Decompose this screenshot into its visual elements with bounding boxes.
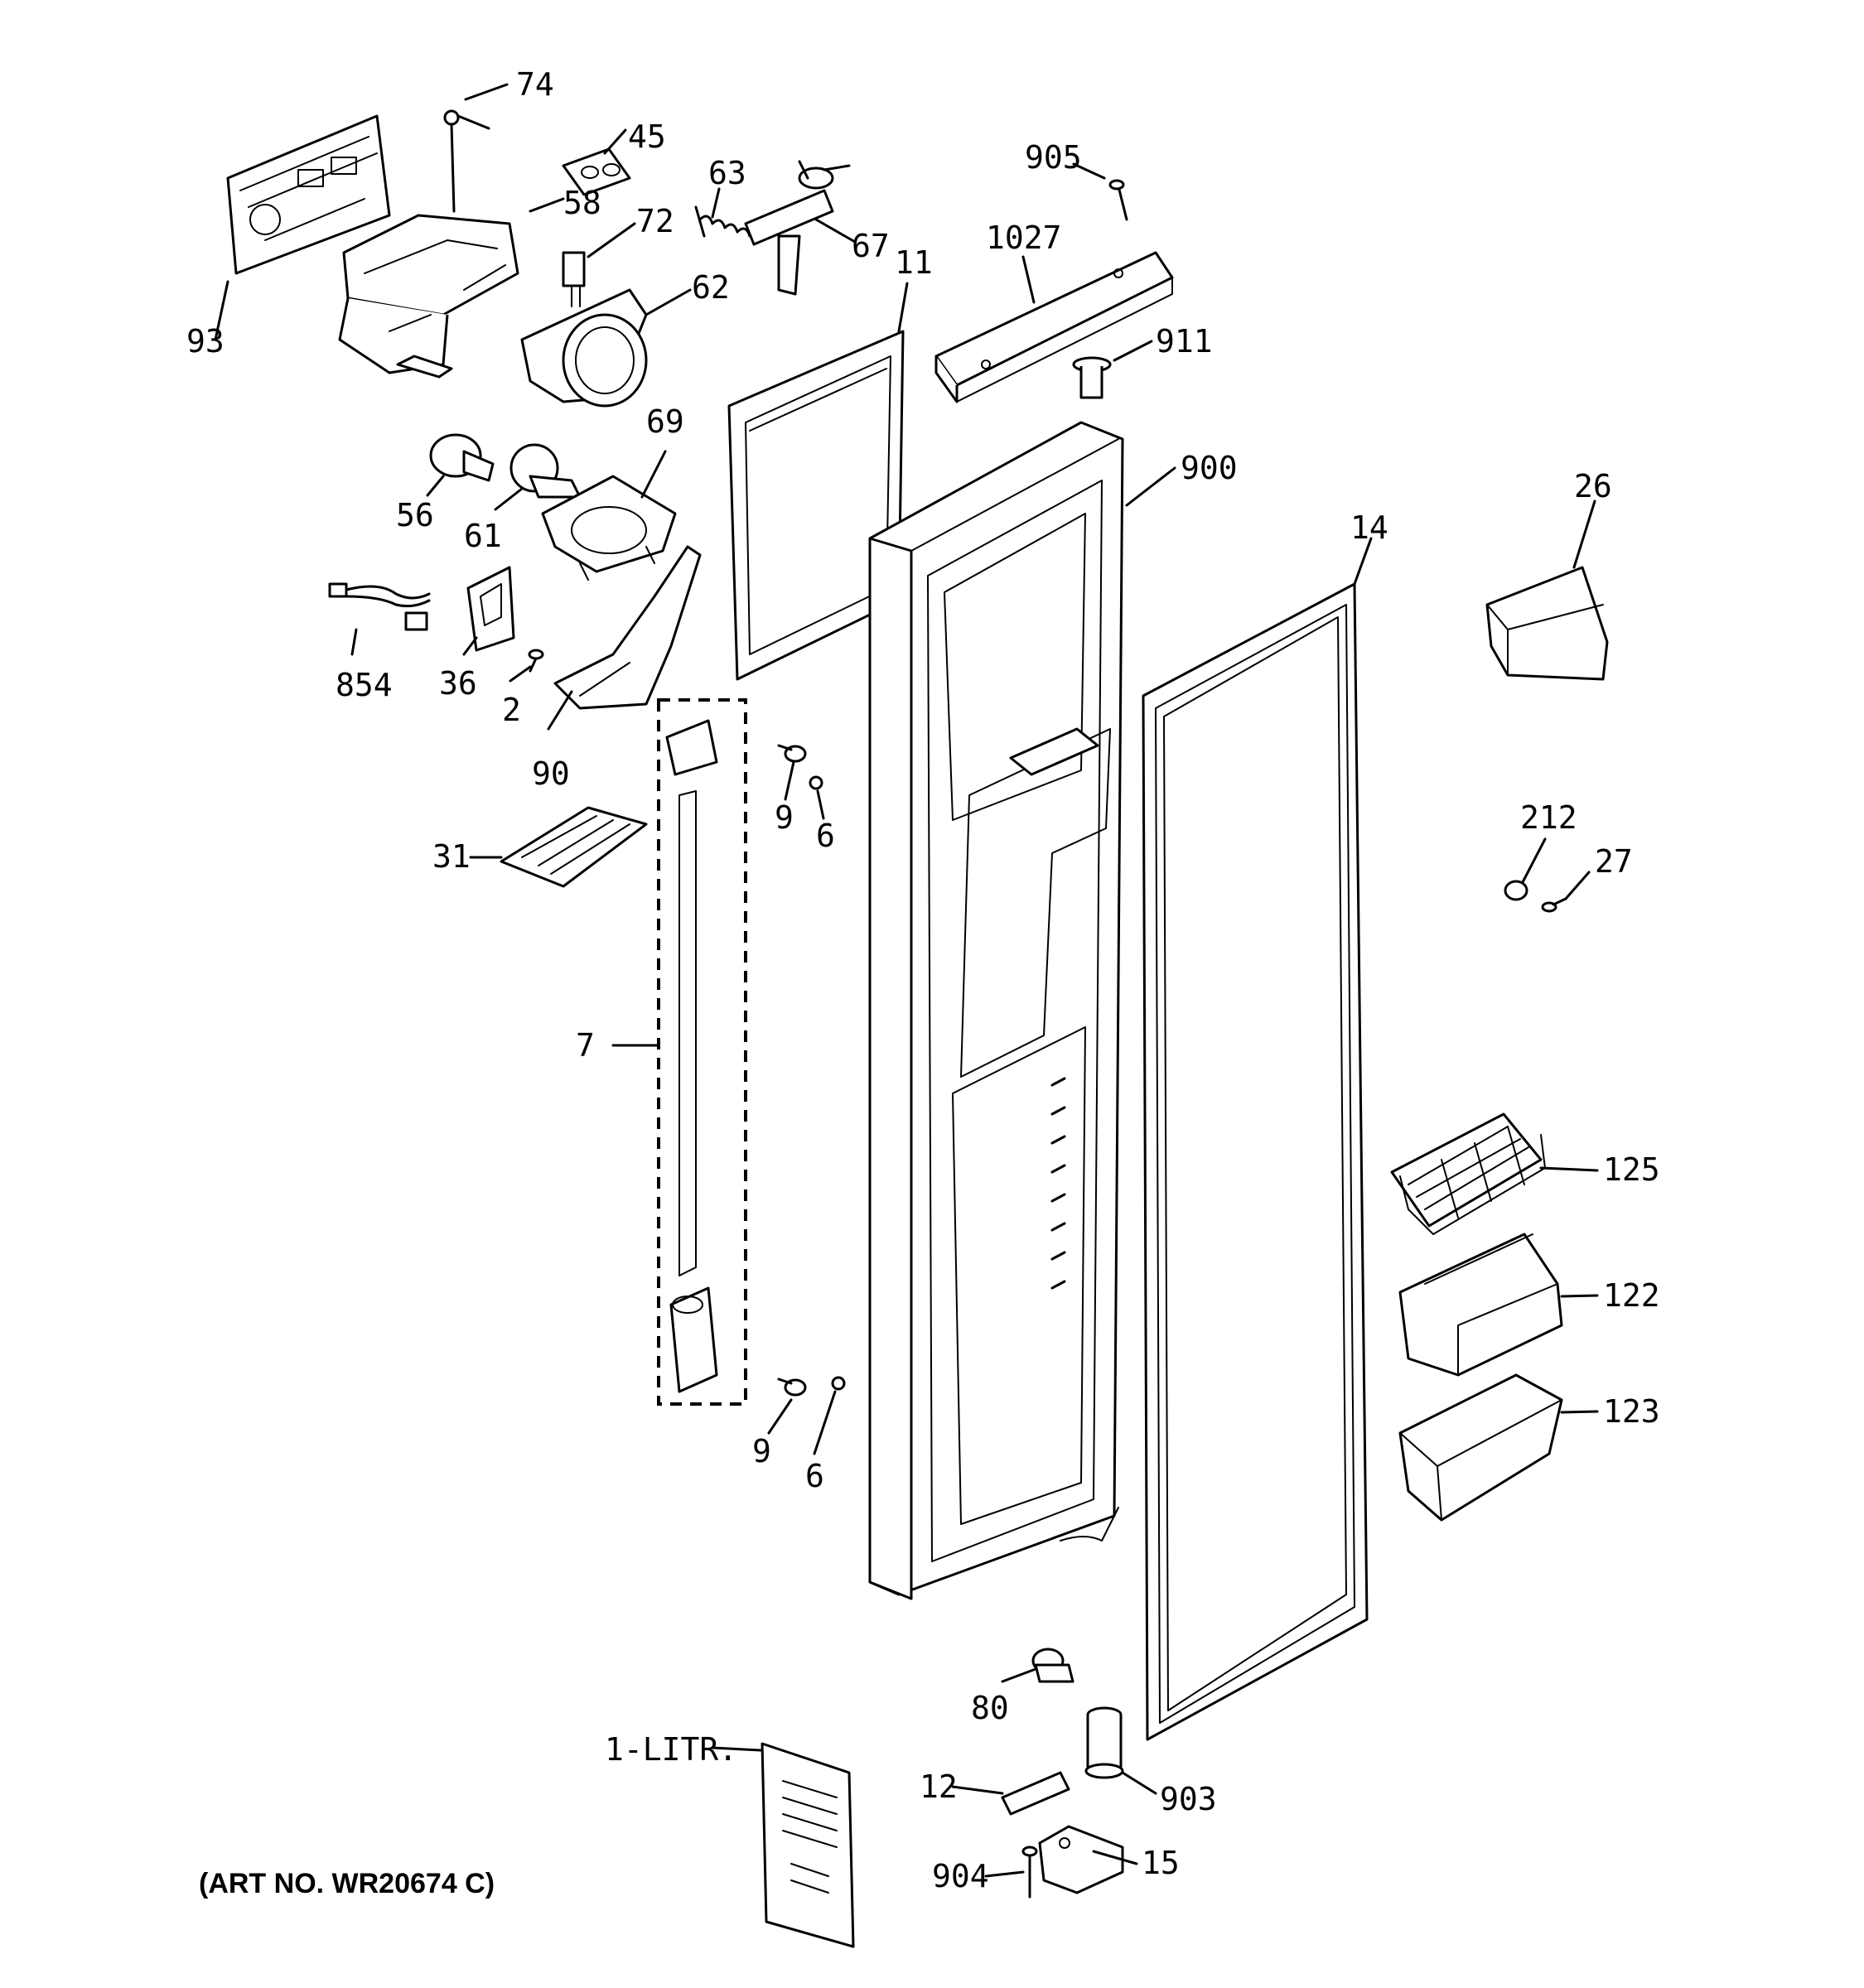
- callout-63: 63: [708, 155, 746, 191]
- callout-74: 74: [516, 66, 554, 103]
- part-15-hinge: [1038, 1825, 1124, 1894]
- callout-1-litr: 1-LITR.: [605, 1731, 737, 1768]
- part-90-dispenser-arm: [553, 545, 702, 710]
- callout-61: 61: [464, 518, 502, 554]
- part-72-switch: [562, 251, 586, 307]
- callout-58: 58: [563, 185, 601, 221]
- callout-122: 122: [1603, 1277, 1660, 1314]
- part-27-screw: [1541, 897, 1567, 913]
- part-7-kit-group: [657, 698, 747, 1406]
- callout-911: 911: [1156, 323, 1213, 359]
- part-31-grille: [500, 806, 648, 888]
- part-9-screw-upper: [777, 744, 807, 763]
- part-6-nut-lower: [831, 1376, 846, 1391]
- part-67-actuator-arm: [744, 160, 851, 296]
- part-14-door-gasket: [1142, 582, 1369, 1741]
- callout-900: 900: [1181, 450, 1238, 486]
- callout-90: 90: [532, 755, 570, 792]
- callout-labels: 74 45 58 63 72 67 62 11 93 905 1027 911 …: [186, 66, 1660, 1894]
- callout-2: 2: [502, 692, 521, 728]
- part-26-cover: [1485, 566, 1609, 681]
- callout-123: 123: [1603, 1393, 1660, 1430]
- part-2-screw: [528, 649, 544, 673]
- callout-905: 905: [1025, 139, 1082, 176]
- callout-36: 36: [439, 665, 477, 702]
- callout-212: 212: [1520, 799, 1577, 836]
- callout-14: 14: [1350, 509, 1388, 546]
- callout-854: 854: [336, 667, 393, 703]
- part-911-bushing: [1072, 356, 1112, 399]
- callout-15: 15: [1142, 1845, 1180, 1881]
- callout-62: 62: [692, 269, 730, 306]
- part-36-bracket: [466, 566, 515, 652]
- part-45-bracket: [562, 147, 631, 196]
- part-212-bushing: [1504, 880, 1528, 901]
- callout-6-lower: 6: [805, 1458, 824, 1494]
- part-80-bushing: [1031, 1648, 1074, 1683]
- leader-lines: [214, 83, 1599, 1878]
- callout-26: 26: [1574, 468, 1612, 504]
- callout-9-upper: 9: [775, 799, 794, 836]
- part-900-door: [868, 421, 1124, 1600]
- part-58-dispenser-housing: [338, 214, 519, 379]
- callout-7: 7: [576, 1027, 595, 1064]
- part-56-valve: [429, 433, 495, 482]
- callout-72: 72: [636, 203, 674, 239]
- part-905-screw: [1108, 179, 1128, 221]
- part-literature-manual: [761, 1742, 855, 1948]
- callout-6-upper: 6: [816, 818, 835, 854]
- callout-31: 31: [432, 838, 471, 875]
- art-number-caption: (ART NO. WR20674 C): [199, 1868, 495, 1899]
- callout-67: 67: [852, 228, 890, 264]
- callout-56: 56: [396, 497, 434, 533]
- part-93-control-board: [226, 114, 391, 275]
- callout-27: 27: [1595, 843, 1633, 880]
- callout-903: 903: [1160, 1781, 1217, 1817]
- callout-45: 45: [628, 118, 666, 155]
- part-69-shroud: [541, 475, 677, 581]
- callout-904: 904: [932, 1858, 989, 1894]
- part-122-door-bin: [1398, 1233, 1563, 1377]
- part-904-screw: [1021, 1846, 1038, 1899]
- part-123-door-bin: [1398, 1373, 1563, 1522]
- callout-80: 80: [971, 1690, 1009, 1726]
- callout-93: 93: [186, 323, 225, 359]
- part-61-motor: [509, 443, 582, 499]
- part-62-ice-chute: [520, 288, 648, 408]
- part-903-hinge-pin: [1084, 1706, 1124, 1779]
- callout-9-lower: 9: [752, 1433, 771, 1469]
- part-854-wire-harness: [328, 582, 431, 631]
- part-74-spring: [443, 109, 490, 213]
- callout-125: 125: [1603, 1151, 1660, 1188]
- part-9-screw-lower: [777, 1378, 807, 1397]
- callout-1027: 1027: [986, 220, 1062, 256]
- part-6-nut-upper: [809, 775, 823, 790]
- part-63-spring: [694, 205, 751, 238]
- callout-12: 12: [920, 1768, 958, 1805]
- part-125-wire-basket: [1390, 1112, 1546, 1235]
- part-12-bracket: [1001, 1771, 1070, 1816]
- callout-11: 11: [895, 244, 933, 281]
- part-1027-door-cap: [934, 251, 1174, 403]
- callout-69: 69: [646, 403, 684, 440]
